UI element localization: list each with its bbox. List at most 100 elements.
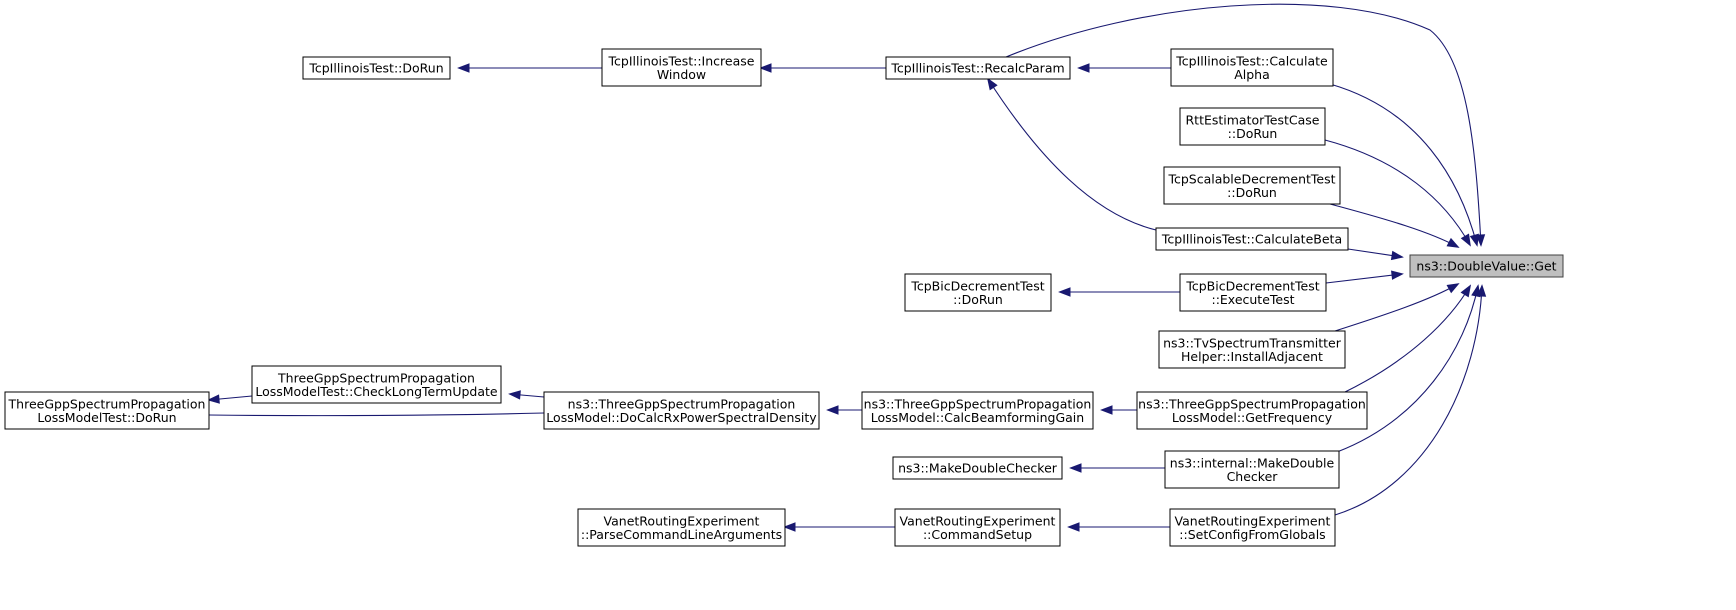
arrowhead-icon (1100, 405, 1113, 415)
edge-recalc-to-get (1005, 3, 1486, 247)
arrowhead-icon (1077, 63, 1090, 73)
node-label: ::ExecuteTest (1211, 292, 1294, 307)
node-checklt[interactable]: ThreeGppSpectrumPropagationLossModelTest… (251, 365, 502, 404)
edge-docalc-to-3gpprun (208, 412, 545, 417)
arrowhead-icon (1475, 234, 1486, 247)
edge-line (1005, 3, 1482, 246)
node-label: Checker (1227, 469, 1279, 484)
arrowhead-icon (1067, 522, 1080, 532)
node-box (577, 508, 786, 547)
node-box (1170, 48, 1334, 87)
node-box (543, 391, 820, 430)
node-setcfg[interactable]: VanetRoutingExperiment::SetConfigFromGlo… (1169, 508, 1336, 547)
node-box (1155, 227, 1349, 251)
edge-line (1334, 283, 1459, 332)
edge-getfreq-to-get (1344, 284, 1472, 393)
node-label: ns3::ThreeGppSpectrumPropagation (568, 396, 796, 411)
node-label: Window (657, 67, 706, 82)
edge-docalc-to-checklt (508, 390, 545, 400)
node-label: TcpIllinoisTest::RecalcParam (890, 61, 1064, 76)
node-box (1158, 330, 1346, 369)
node-box (601, 48, 762, 87)
edge-increase-to-illrun (457, 63, 602, 73)
node-label: TcpIllinoisTest::CalculateBeta (1161, 232, 1342, 247)
node-label: VanetRoutingExperiment (1175, 513, 1331, 528)
edge-line (1344, 285, 1471, 393)
node-scalable[interactable]: TcpScalableDecrementTest::DoRun (1163, 166, 1341, 205)
edge-recalc-to-increase (759, 63, 886, 73)
node-label: TcpIllinoisTest::Increase (608, 53, 755, 68)
node-box (302, 56, 451, 80)
arrowhead-icon (826, 405, 839, 415)
edge-bicexec-to-bicrun (1058, 287, 1180, 297)
node-label: VanetRoutingExperiment (604, 513, 760, 528)
node-bicrun[interactable]: TcpBicDecrementTest::DoRun (904, 273, 1052, 312)
node-3gpprun[interactable]: ThreeGppSpectrumPropagationLossModelTest… (4, 391, 210, 430)
node-label: ::CommandSetup (923, 527, 1032, 542)
node-beam[interactable]: ns3::ThreeGppSpectrumPropagationLossMode… (861, 391, 1094, 430)
node-rtt[interactable]: RttEstimatorTestCase::DoRun (1179, 107, 1326, 146)
node-label: TcpBicDecrementTest (1185, 278, 1319, 293)
edge-bicexec-to-get (1325, 270, 1404, 284)
node-label: ThreeGppSpectrumPropagation (8, 396, 206, 411)
edge-tvspec-to-get (1334, 283, 1460, 332)
node-box (251, 365, 502, 404)
edges-layer (207, 3, 1487, 532)
node-label: ::ParseCommandLineArguments (581, 527, 782, 542)
node-get[interactable]: ns3::DoubleValue::Get (1409, 254, 1564, 278)
edge-mkdblint-to-mkdbl (1069, 463, 1165, 473)
node-recalc[interactable]: TcpIllinoisTest::RecalcParam (885, 56, 1071, 80)
arrowhead-icon (1069, 463, 1082, 473)
node-box (892, 456, 1063, 480)
node-mkdblint[interactable]: ns3::internal::MakeDoubleChecker (1164, 450, 1340, 489)
edge-setcfg-to-cmdsetup (1067, 522, 1170, 532)
edge-calcbeta-to-get (1347, 248, 1404, 261)
arrowhead-icon (1476, 284, 1487, 297)
node-label: ns3::TvSpectrumTransmitter (1163, 335, 1342, 350)
edge-calcalpha-to-recalc (1077, 63, 1171, 73)
node-box (1164, 450, 1340, 489)
node-box (1409, 254, 1564, 278)
node-getfreq[interactable]: ns3::ThreeGppSpectrumPropagationLossMode… (1136, 391, 1368, 430)
node-parse[interactable]: VanetRoutingExperiment::ParseCommandLine… (577, 508, 786, 547)
node-label: TcpIllinoisTest::Calculate (1175, 53, 1328, 68)
edge-line (1334, 285, 1483, 516)
arrowhead-icon (1391, 270, 1404, 280)
node-cmdsetup[interactable]: VanetRoutingExperiment::CommandSetup (894, 508, 1061, 547)
arrowhead-icon (759, 63, 772, 73)
node-label: VanetRoutingExperiment (900, 513, 1056, 528)
arrowhead-icon (207, 394, 220, 404)
edge-beam-to-docalc (826, 405, 862, 415)
node-bicexec[interactable]: TcpBicDecrementTest::ExecuteTest (1179, 273, 1327, 312)
edge-checklt-to-3gpprun (207, 394, 253, 404)
node-label: Helper::InstallAdjacent (1181, 349, 1323, 364)
node-box (894, 508, 1061, 547)
edge-line (1329, 203, 1459, 248)
node-label: ::DoRun (1227, 185, 1277, 200)
arrowhead-icon (1460, 284, 1472, 298)
node-label: Alpha (1234, 67, 1270, 82)
node-label: ns3::internal::MakeDouble (1170, 455, 1335, 470)
edge-line (1336, 285, 1479, 453)
arrowhead-icon (986, 77, 998, 91)
node-box (4, 391, 210, 430)
nodes-layer: ns3::DoubleValue::Get TcpIllinoisTest::Re… (4, 48, 1564, 547)
node-illrun[interactable]: TcpIllinoisTest::DoRun (302, 56, 451, 80)
node-label: LossModel::DoCalcRxPowerSpectralDensity (546, 410, 817, 425)
arrowhead-icon (1390, 250, 1404, 261)
arrowhead-icon (1469, 233, 1479, 247)
node-tvspec[interactable]: ns3::TvSpectrumTransmitterHelper::Instal… (1158, 330, 1346, 369)
node-docalc[interactable]: ns3::ThreeGppSpectrumPropagationLossMode… (543, 391, 820, 430)
node-box (1169, 508, 1336, 547)
arrowhead-icon (508, 390, 521, 400)
node-label: ::DoRun (953, 292, 1003, 307)
node-mkdbl[interactable]: ns3::MakeDoubleChecker (892, 456, 1063, 480)
edge-calcbeta-to-recalc (986, 77, 1157, 231)
node-box (1179, 107, 1326, 146)
node-label: LossModelTest::DoRun (37, 410, 176, 425)
node-label: ns3::DoubleValue::Get (1416, 259, 1556, 274)
node-calcbeta[interactable]: TcpIllinoisTest::CalculateBeta (1155, 227, 1349, 251)
